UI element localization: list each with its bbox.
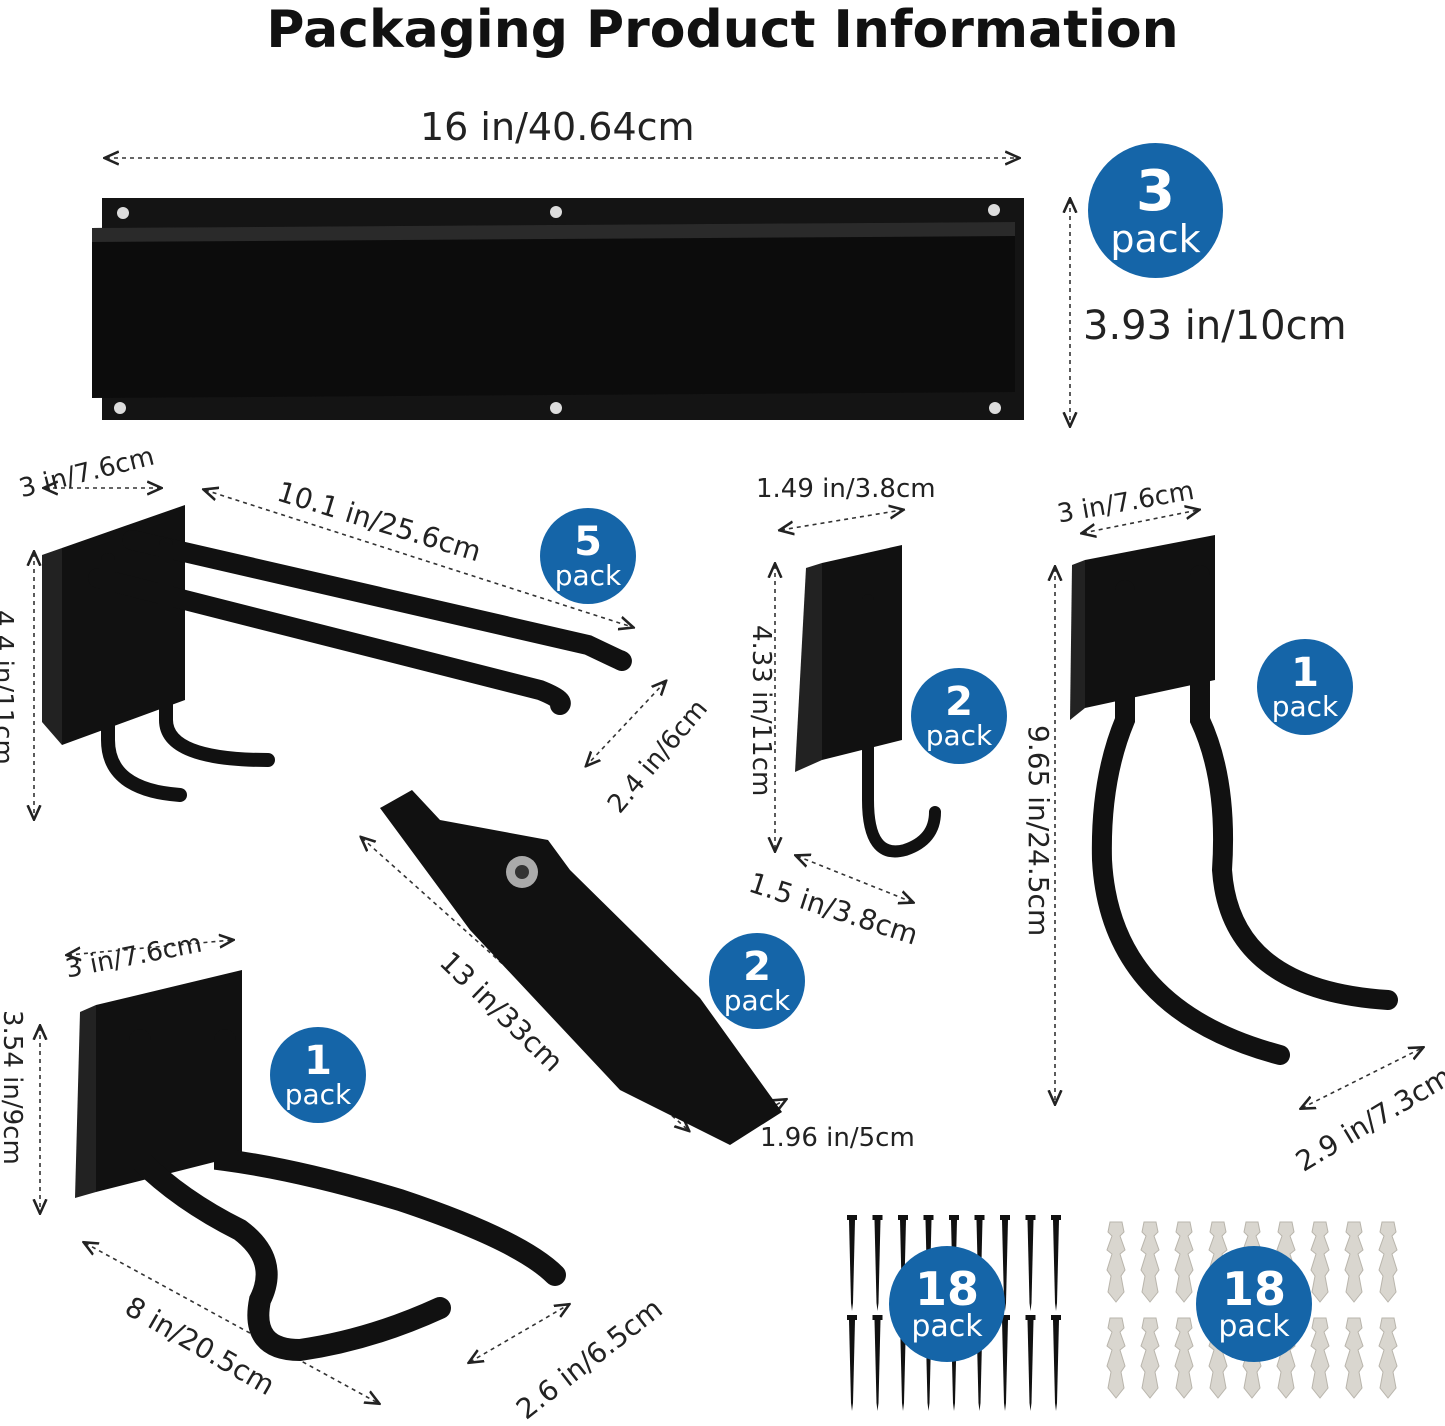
- screw-shaft: [1053, 1320, 1059, 1411]
- screw-head: [1000, 1315, 1010, 1320]
- pack-count: 2: [743, 944, 771, 990]
- wall-anchor: [1106, 1221, 1126, 1303]
- pack-unit: pack: [1218, 1309, 1290, 1344]
- screw-head: [1000, 1215, 1010, 1220]
- large-hook-height-label: 9.65 in/24.5cm: [1022, 725, 1055, 937]
- pack-unit: pack: [1110, 216, 1201, 261]
- large-hook-pack-badge: 1 pack: [1257, 639, 1353, 735]
- double-hook-image: [42, 505, 632, 802]
- wall-anchor: [1140, 1221, 1160, 1303]
- screw-shaft: [1002, 1220, 1008, 1311]
- strap-image: [380, 790, 782, 1145]
- screw-head: [847, 1315, 857, 1320]
- screw-head: [974, 1215, 985, 1220]
- pack-count: 2: [945, 679, 973, 725]
- pack-unit: pack: [554, 559, 622, 592]
- wall-anchor: [1140, 1317, 1160, 1399]
- wall-anchor: [1344, 1221, 1364, 1303]
- pack-count: 3: [1136, 158, 1175, 224]
- screw-shaft: [849, 1220, 855, 1311]
- wide-hook-pack-badge: 1 pack: [270, 1027, 366, 1123]
- pack-count: 1: [1291, 650, 1319, 696]
- wall-anchor: [1174, 1317, 1194, 1399]
- page-title: Packaging Product Information: [266, 0, 1179, 60]
- pack-count: 18: [914, 1262, 979, 1316]
- screw-shaft: [1002, 1320, 1008, 1411]
- wall-anchor: [1378, 1317, 1398, 1399]
- screw-head: [872, 1315, 883, 1320]
- strap-pack-badge: 2 pack: [709, 933, 805, 1029]
- wall-anchor: [1310, 1317, 1330, 1399]
- screw-head: [1025, 1215, 1036, 1220]
- pack-count: 1: [304, 1038, 332, 1084]
- pack-unit: pack: [1271, 690, 1339, 723]
- screw-shaft: [874, 1320, 881, 1411]
- small-hook-width-label: 1.49 in/3.8cm: [756, 474, 936, 504]
- wall-anchor: [1310, 1221, 1330, 1303]
- rail-image: [92, 198, 1024, 420]
- screw-head: [872, 1215, 883, 1220]
- screw-shaft: [874, 1220, 881, 1311]
- screw-head: [1025, 1315, 1036, 1320]
- wide-hook-image: [75, 970, 566, 1362]
- pack-count: 5: [574, 519, 602, 565]
- large-hook-image: [1070, 535, 1398, 1065]
- pack-count: 18: [1221, 1262, 1286, 1316]
- double-hook-pack-badge: 5 pack: [540, 508, 636, 604]
- wall-anchor: [1106, 1317, 1126, 1399]
- dimension-lines: [34, 158, 1422, 1403]
- screw-head: [898, 1215, 908, 1220]
- wall-anchor: [1378, 1221, 1398, 1303]
- pack-unit: pack: [284, 1078, 352, 1111]
- wall-anchor: [1174, 1221, 1194, 1303]
- rail-height-label: 3.93 in/10cm: [1083, 303, 1347, 349]
- screw-head: [1051, 1315, 1061, 1320]
- pack-unit: pack: [925, 719, 993, 752]
- screw-head: [949, 1215, 959, 1220]
- double-hook-height-label: 4.4 in/11cm: [0, 610, 18, 765]
- screw-head: [1051, 1215, 1061, 1220]
- screw-shaft: [1053, 1220, 1059, 1311]
- screw-shaft: [849, 1320, 855, 1411]
- screw-head: [847, 1215, 857, 1220]
- wide-hook-height-label: 3.54 in/9cm: [0, 1010, 27, 1165]
- small-hook-height-label: 4.33 in/11cm: [746, 625, 776, 797]
- anchors-pack-badge: 18 pack: [1196, 1246, 1312, 1362]
- small-hook-image: [795, 545, 941, 858]
- strap-width-label: 1.96 in/5cm: [760, 1123, 915, 1153]
- pack-unit: pack: [911, 1309, 983, 1344]
- rail-pack-badge: 3 pack: [1088, 143, 1223, 278]
- screws-pack-badge: 18 pack: [889, 1246, 1005, 1362]
- wall-anchor: [1344, 1317, 1364, 1399]
- rail-width-label: 16 in/40.64cm: [420, 105, 695, 149]
- screw-shaft: [1027, 1220, 1034, 1311]
- pack-unit: pack: [723, 984, 791, 1017]
- screw-shaft: [1027, 1320, 1034, 1411]
- screw-head: [923, 1215, 934, 1220]
- small-hook-pack-badge: 2 pack: [911, 668, 1007, 764]
